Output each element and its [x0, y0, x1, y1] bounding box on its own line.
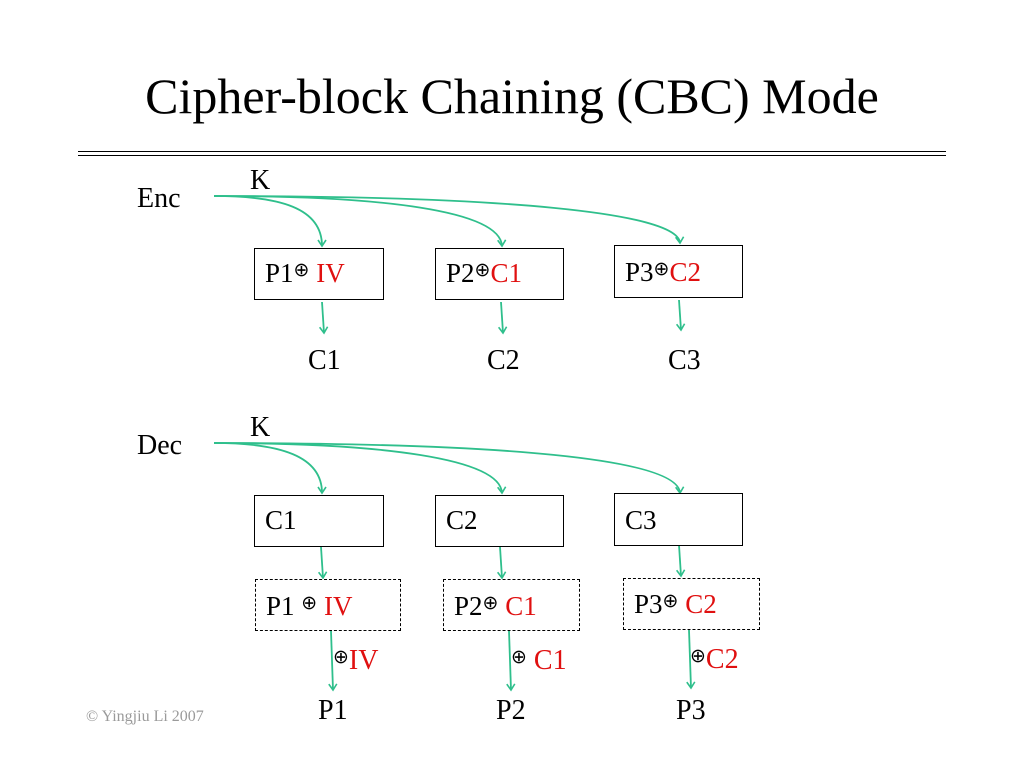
dec-output-2: P2	[496, 695, 526, 726]
enc-label: Enc	[137, 183, 181, 214]
dec-xor-label-3: ⊕C2	[690, 645, 739, 677]
xor-icon: ⊕	[653, 258, 670, 280]
xor-icon: ⊕	[482, 592, 499, 614]
xor-icon: ⊕	[690, 645, 706, 667]
dec-mid-arrow-1	[317, 546, 328, 580]
dec-key-arrow-2	[213, 442, 507, 495]
xor-icon: ⊕	[511, 646, 527, 668]
dec-xor-block-3-chain: C2	[685, 589, 717, 619]
dec-output-3: P3	[676, 695, 706, 726]
enc-block-1: P1⊕ IV	[254, 248, 384, 300]
dec-block-3: C3	[614, 493, 743, 546]
title-rule-bottom	[78, 155, 946, 156]
dec-xor-block-1-chain: IV	[323, 591, 353, 621]
enc-out-arrow-1	[318, 301, 329, 335]
xor-icon: ⊕	[293, 259, 310, 281]
dec-out-arrow-2	[506, 630, 516, 692]
dec-xor-block-1-plain: P1	[266, 591, 295, 621]
dec-block-2: C2	[435, 495, 564, 547]
enc-output-1: C1	[308, 345, 341, 376]
enc-key-label: K	[250, 165, 271, 196]
dec-xor-block-1: P1 ⊕ IV	[255, 579, 401, 631]
xor-icon: ⊕	[301, 592, 318, 614]
enc-key-arrow-2	[213, 195, 507, 248]
enc-block-3: P3⊕C2	[614, 245, 743, 298]
copyright-footer: © Yingjiu Li 2007	[86, 708, 204, 725]
dec-xor-label-1-text: IV	[348, 645, 379, 676]
dec-key-label: K	[250, 412, 271, 443]
dec-output-1: P1	[318, 695, 348, 726]
enc-key-arrow-3	[213, 195, 685, 245]
dec-xor-label-3-text: C2	[705, 644, 739, 675]
dec-xor-block-3: P3⊕ C2	[623, 578, 760, 630]
enc-block-3-plain: P3	[625, 257, 654, 287]
xor-icon: ⊕	[662, 590, 679, 612]
dec-out-arrow-3	[686, 629, 696, 690]
enc-output-2: C2	[487, 345, 520, 376]
enc-key-arrow-1	[213, 195, 327, 248]
enc-block-2-chain: C1	[490, 258, 522, 288]
xor-icon: ⊕	[333, 646, 349, 668]
enc-out-arrow-3	[675, 299, 686, 332]
dec-xor-block-3-plain: P3	[634, 589, 663, 619]
title-rule-top	[78, 151, 946, 152]
enc-block-1-chain: IV	[316, 258, 345, 288]
dec-mid-arrow-2	[496, 546, 507, 580]
dec-xor-label-1: ⊕IV	[333, 646, 378, 678]
dec-key-arrow-1	[213, 442, 327, 495]
enc-output-3: C3	[668, 345, 701, 376]
dec-xor-label-2-text: C1	[533, 645, 567, 676]
dec-label: Dec	[137, 430, 183, 461]
dec-key-arrow-3	[213, 442, 685, 495]
dec-xor-block-2-chain: C1	[505, 591, 537, 621]
dec-mid-arrow-3	[675, 544, 686, 578]
dec-out-arrow-1	[328, 630, 338, 692]
xor-icon: ⊕	[474, 259, 491, 281]
enc-out-arrow-2	[497, 301, 508, 335]
enc-block-2: P2⊕C1	[435, 248, 564, 300]
dec-xor-block-2-plain: P2	[454, 591, 483, 621]
enc-block-1-plain: P1	[265, 258, 294, 288]
enc-block-2-plain: P2	[446, 258, 475, 288]
enc-block-3-chain: C2	[669, 257, 701, 287]
dec-xor-block-2: P2⊕ C1	[443, 579, 580, 631]
dec-xor-label-2: ⊕ C1	[511, 646, 567, 678]
slide-title: Cipher-block Chaining (CBC) Mode	[145, 68, 879, 124]
dec-block-1: C1	[254, 495, 384, 547]
